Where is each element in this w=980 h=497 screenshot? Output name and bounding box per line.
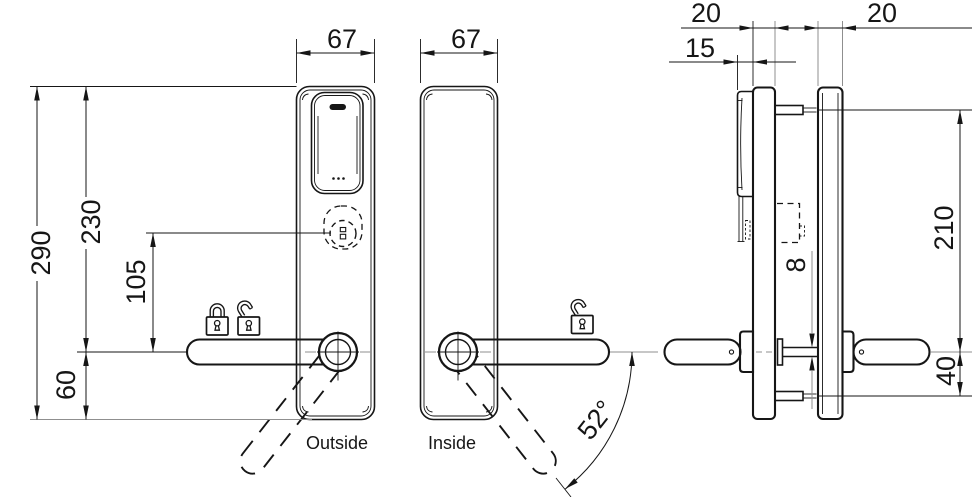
outside-boss-profile: [738, 330, 755, 374]
dim-inside-body-depth-value: 20: [867, 0, 897, 28]
dim-top-to-handle-value: 230: [76, 199, 106, 244]
dim-handle-to-bottom-value: 60: [51, 370, 81, 400]
bottom-fixing-screw: [774, 390, 817, 402]
inside-plate: [419, 85, 499, 421]
reader-led-slot: [329, 104, 346, 110]
dim-cylinder-to-handle: 105: [121, 233, 156, 352]
inside-body-profile: [816, 86, 844, 421]
top-fixing-screw: [774, 104, 817, 116]
dim-handle-rotation-value: 52°: [572, 395, 621, 446]
outside-handle-profile: [663, 338, 742, 366]
side-view: [663, 86, 931, 421]
dim-reader-projection-value: 15: [685, 33, 715, 63]
spindle: [776, 338, 818, 366]
dim-handle-to-bottom-fixing-value: 40: [931, 356, 961, 386]
dim-outside-plate-width-value: 67: [327, 24, 357, 54]
dim-inside-plate-width: 67: [420, 24, 498, 83]
padlock-open-icon: [570, 298, 594, 335]
outside-handle-rotated-dashed: [239, 338, 352, 475]
outside-view: Outside: [185, 85, 376, 475]
dim-top-to-handle: 230: [76, 86, 106, 352]
dim-spindle: 8: [781, 251, 815, 409]
keyhole-slot: [339, 226, 347, 233]
padlock-closed-icon: [205, 303, 229, 336]
card-reader-module: [310, 91, 364, 195]
cylinder-dashed-profile: [777, 202, 805, 244]
dim-fixing-positions: 210 40: [819, 109, 972, 397]
outside-plate: [295, 85, 376, 421]
dim-top-fixing-to-handle-value: 210: [929, 205, 959, 250]
inside-view: Inside: [419, 85, 611, 475]
dim-outside-body-depth-value: 20: [691, 0, 721, 28]
reader-bump-profile: [736, 90, 753, 242]
inside-handle-profile: [852, 338, 931, 366]
padlock-open-icon: [236, 300, 261, 336]
dim-inside-plate-width-value: 67: [451, 24, 481, 54]
dim-handle-rotation: 52°: [555, 351, 658, 497]
outside-body-profile: [751, 86, 777, 421]
dim-outside-plate-width: 67: [296, 24, 375, 83]
dim-overall-height: 290: [26, 86, 56, 420]
inside-boss-profile: [841, 330, 855, 374]
dim-body-depths: 20 20 15: [669, 0, 972, 90]
outside-view-label: Outside: [306, 433, 368, 453]
key-cylinder-dashed: [323, 205, 363, 250]
dim-cylinder-to-handle-value: 105: [121, 259, 151, 304]
extension-lines: [30, 86, 331, 420]
dim-spindle-value: 8: [781, 257, 811, 272]
dim-handle-to-bottom: 60: [51, 352, 89, 420]
inside-view-label: Inside: [428, 433, 476, 453]
dim-overall-height-value: 290: [26, 230, 56, 275]
